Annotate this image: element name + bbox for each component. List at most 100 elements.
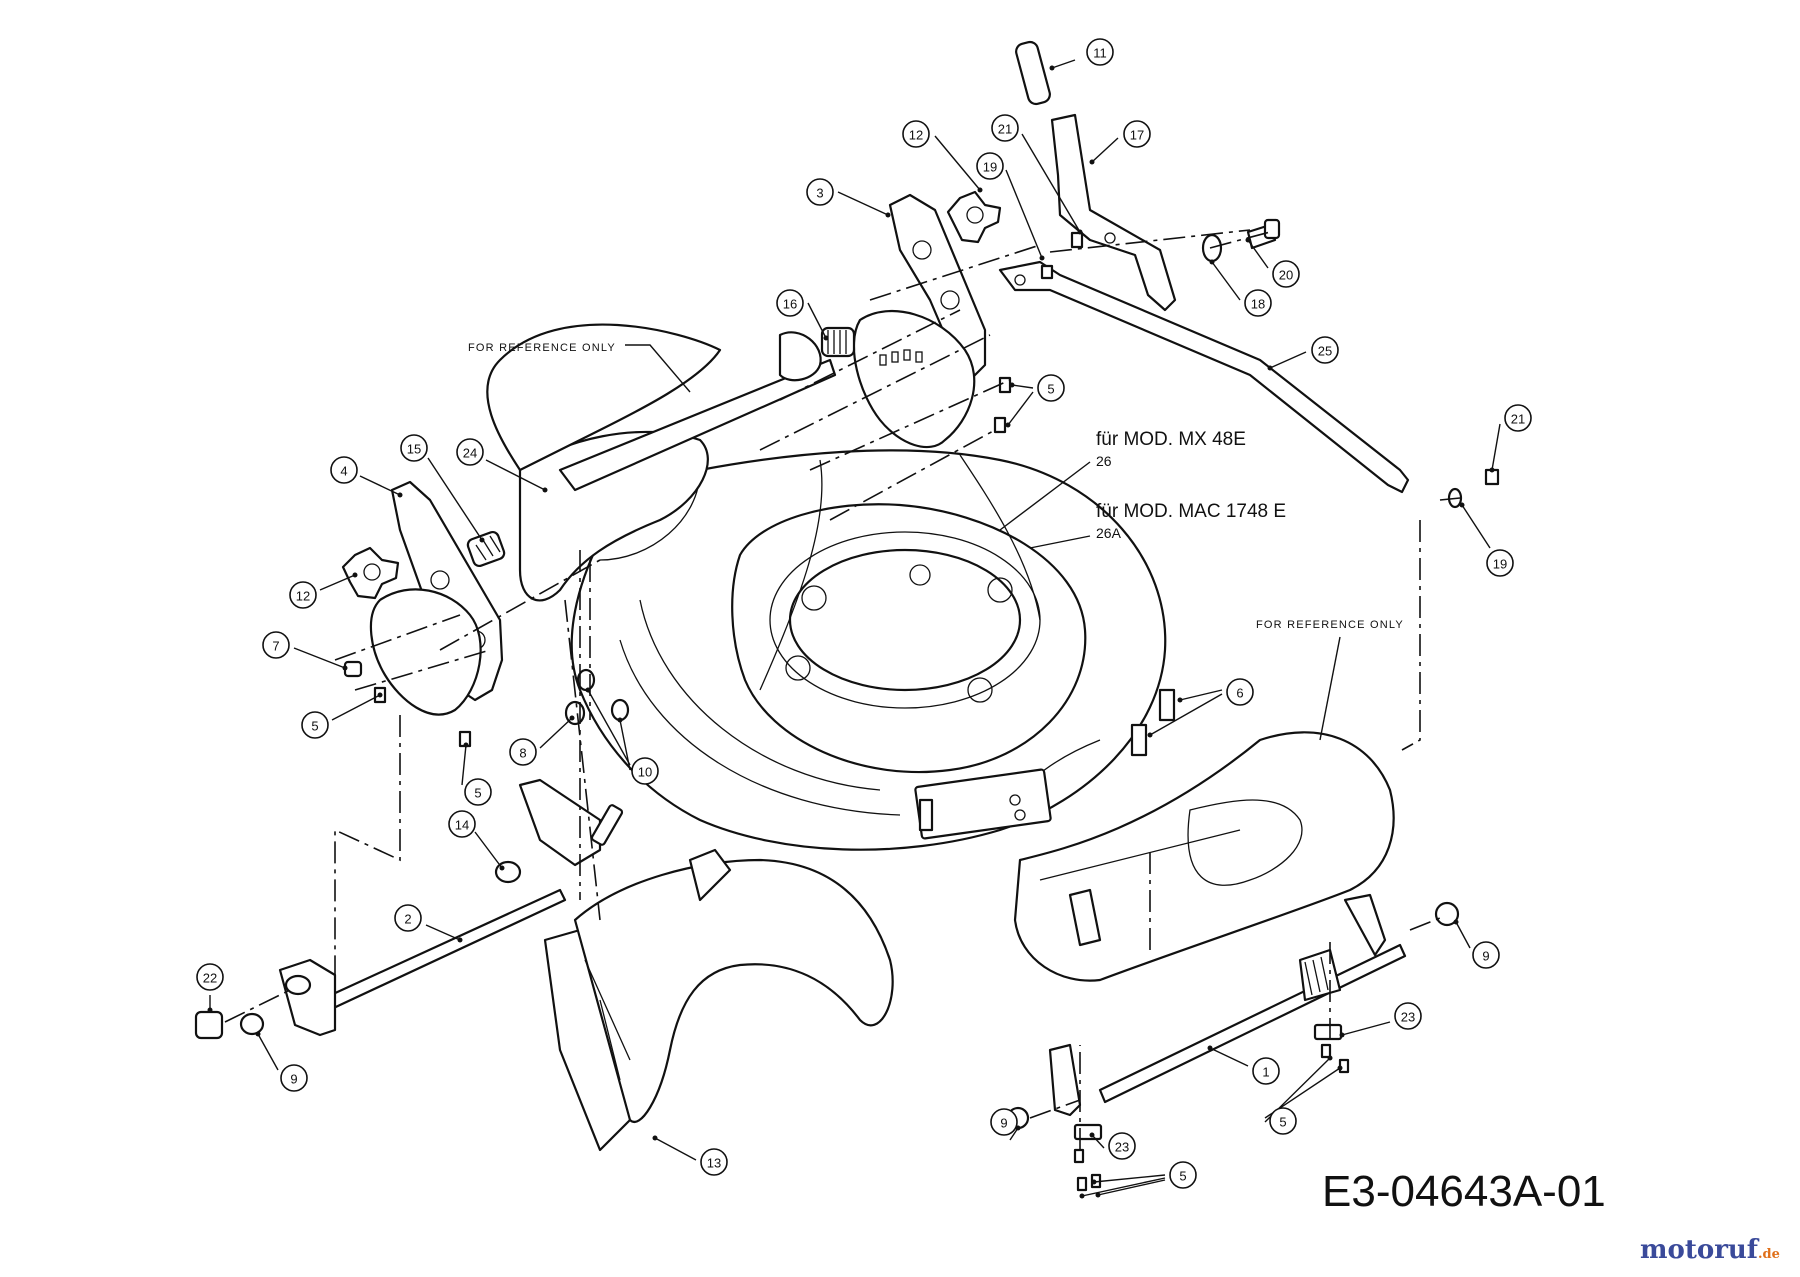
callout-5: 5: [461, 742, 492, 806]
callout-8: 8: [509, 715, 575, 766]
height-plate-left: [369, 588, 482, 716]
leader-arrow-dot: [1337, 1065, 1343, 1071]
callout-number: 5: [1279, 1115, 1286, 1130]
callout-number: 9: [1000, 1116, 1007, 1131]
callout-number: 19: [1493, 557, 1507, 572]
callout-22: 22: [196, 963, 224, 1013]
callout-leader: [1247, 239, 1269, 269]
callout-number: 3: [816, 186, 823, 201]
leader-arrow-dot: [1095, 1192, 1101, 1198]
callout-circle: [280, 1064, 308, 1092]
callout-leader: [587, 689, 631, 766]
callout-number: 2: [404, 912, 411, 927]
height-adjust-lever: [1050, 113, 1177, 312]
callout-leader: [331, 694, 381, 721]
leader-arrow-dot: [1077, 229, 1083, 235]
callout-leader: [474, 831, 503, 869]
callout-19: 19: [1459, 502, 1514, 577]
callout-17: 17: [1089, 120, 1151, 165]
model-a-text: für MOD. MX 48E: [1096, 429, 1246, 450]
front-cover: [1013, 731, 1395, 982]
model-notes: für MOD. MX 48E 26 für MOD. MAC 1748 E 2…: [999, 429, 1286, 549]
callout-number: 9: [1482, 949, 1489, 964]
rear-axle-mount: [494, 778, 624, 884]
leader-arrow-dot: [1267, 365, 1273, 371]
watermark-suffix-text: .de: [1758, 1247, 1780, 1262]
watermark-main-text: motoruf: [1640, 1235, 1760, 1265]
callout-number: 21: [998, 122, 1012, 137]
star-knob-right: [946, 190, 1002, 244]
callout-number: 23: [1401, 1010, 1415, 1025]
leader-arrow-dot: [352, 572, 358, 578]
leader-arrow-dot: [542, 487, 548, 493]
callout-number: 1: [1262, 1065, 1269, 1080]
leader-arrow-dot: [1207, 1045, 1213, 1051]
callout-number: 19: [983, 160, 997, 175]
callout-19: 19: [976, 152, 1045, 261]
mower-deck: [570, 449, 1176, 851]
callout-5: 5: [1264, 1055, 1343, 1135]
callout-circle: [700, 1148, 728, 1176]
reference-axle: [558, 331, 837, 492]
callout-circle: [1272, 260, 1300, 288]
callout-circle: [1169, 1161, 1197, 1189]
leader-arrow-dot: [1177, 697, 1183, 703]
callout-24: 24: [456, 438, 548, 493]
leader-arrow-dot: [1091, 1179, 1097, 1185]
callout-circle: [1394, 1002, 1422, 1030]
callout-leader: [1097, 1179, 1166, 1196]
callout-number: 21: [1511, 412, 1525, 427]
callout-circle: [456, 438, 484, 466]
reference-note-right-text: FOR REFERENCE ONLY: [1256, 619, 1404, 631]
model-b-part-text: 26A: [1096, 525, 1122, 541]
leader-arrow-dot: [1089, 159, 1095, 165]
callout-circle: [1252, 1057, 1280, 1085]
callout-circle: [464, 778, 492, 806]
callout-leader: [1011, 384, 1034, 389]
callout-9: 9: [990, 1108, 1021, 1141]
callout-18: 18: [1209, 259, 1272, 317]
callout-leader: [319, 574, 356, 591]
callout-number: 15: [407, 442, 421, 457]
chute-flap: [543, 848, 894, 1152]
callout-21: 21: [991, 114, 1083, 235]
callout-7: 7: [262, 631, 348, 671]
adjust-rod: [998, 260, 1410, 494]
callout-leader: [1209, 1047, 1249, 1067]
leader-arrow-dot: [1049, 65, 1055, 71]
callout-leader: [539, 717, 573, 749]
callout-circle: [1269, 1107, 1297, 1135]
callout-number: 5: [1179, 1169, 1186, 1184]
callout-leader: [427, 457, 483, 541]
callout-leader: [1341, 1021, 1391, 1036]
callout-leader: [485, 459, 546, 491]
callout-leader: [1093, 1174, 1166, 1183]
callout-leader: [1007, 391, 1034, 426]
callout-number: 4: [340, 464, 347, 479]
handle-grip: [1015, 40, 1051, 106]
callout-number: 22: [203, 971, 217, 986]
leader-arrow-dot: [1453, 919, 1459, 925]
callout-leader: [619, 719, 631, 771]
callout-number: 13: [707, 1156, 721, 1171]
callout-leader: [1091, 137, 1119, 163]
callout-leader: [807, 302, 827, 339]
leader-arrow-dot: [1079, 1193, 1085, 1199]
reference-note-top: FOR REFERENCE ONLY: [468, 342, 691, 393]
callout-leader: [425, 924, 461, 941]
callout-circle: [631, 757, 659, 785]
leader-arrow-dot: [1005, 422, 1011, 428]
callout-number: 5: [474, 786, 481, 801]
callout-number: 10: [638, 765, 652, 780]
callout-circle: [1037, 374, 1065, 402]
callout-23: 23: [1339, 1002, 1422, 1038]
spring-right: [820, 326, 856, 358]
callout-number: 16: [783, 297, 797, 312]
leader-arrow-dot: [585, 687, 591, 693]
callout-leader: [934, 135, 981, 191]
callout-number: 17: [1130, 128, 1144, 143]
leader-arrow-dot: [1339, 1032, 1345, 1038]
callout-6: 6: [1147, 678, 1254, 738]
